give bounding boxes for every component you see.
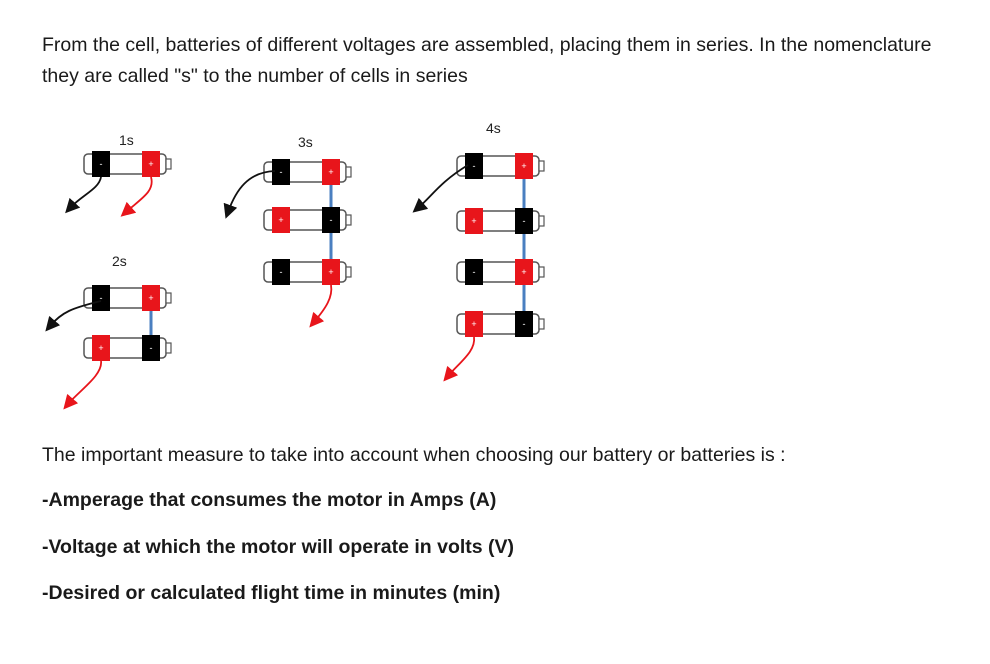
positive-lead-arrow: [120, 176, 153, 217]
cell-4s-1: +-: [456, 153, 545, 179]
requirement-voltage: -Voltage at which the motor will operate…: [42, 536, 515, 558]
positive-lead-arrow: [443, 336, 475, 382]
svg-text:+: +: [148, 159, 153, 169]
svg-text:-: -: [280, 167, 283, 177]
negative-terminal: [142, 335, 160, 361]
svg-text:+: +: [471, 319, 476, 329]
negative-terminal: [322, 207, 340, 233]
svg-text:-: -: [280, 267, 283, 277]
positive-terminal: [465, 311, 483, 337]
negative-terminal: [465, 153, 483, 179]
svg-text:+: +: [328, 167, 333, 177]
negative-terminal: [92, 285, 110, 311]
negative-lead-arrow: [65, 176, 102, 214]
cell-4s-3: +-: [456, 259, 545, 285]
negative-lead-arrow: [223, 170, 276, 219]
label-3s: 3s: [298, 134, 313, 150]
negative-lead-arrow: [45, 300, 102, 332]
requirement-flight-time: -Desired or calculated flight time in mi…: [42, 582, 501, 604]
svg-text:-: -: [523, 216, 526, 226]
svg-text:+: +: [98, 343, 103, 353]
svg-text:+: +: [328, 267, 333, 277]
cell-3s-3: +-: [263, 259, 352, 285]
svg-text:-: -: [330, 215, 333, 225]
svg-text:+: +: [278, 215, 283, 225]
cell-4s-4: +-: [456, 311, 545, 337]
svg-text:-: -: [100, 159, 103, 169]
measure-intro: The important measure to take into accou…: [42, 444, 786, 466]
requirement-amperage: -Amperage that consumes the motor in Amp…: [42, 489, 497, 511]
label-2s: 2s: [112, 253, 127, 269]
cell-1s-1: +-: [83, 151, 172, 177]
positive-terminal: [322, 159, 340, 185]
negative-terminal: [272, 259, 290, 285]
negative-terminal: [515, 208, 533, 234]
positive-terminal: [142, 151, 160, 177]
intro-paragraph: From the cell, batteries of different vo…: [42, 34, 932, 87]
svg-text:-: -: [473, 267, 476, 277]
positive-lead-arrow: [63, 360, 102, 410]
negative-terminal: [272, 159, 290, 185]
cell-2s-1: +-: [83, 285, 172, 311]
positive-terminal: [92, 335, 110, 361]
positive-terminal: [142, 285, 160, 311]
svg-text:+: +: [148, 293, 153, 303]
svg-text:+: +: [471, 216, 476, 226]
negative-terminal: [92, 151, 110, 177]
cell-3s-1: +-: [263, 159, 352, 185]
positive-terminal: [515, 153, 533, 179]
svg-text:-: -: [523, 319, 526, 329]
negative-lead-arrow: [412, 164, 469, 213]
positive-lead-arrow: [309, 284, 333, 328]
svg-text:-: -: [473, 161, 476, 171]
svg-text:+: +: [521, 161, 526, 171]
cell-4s-2: +-: [456, 208, 545, 234]
cell-2s-2: +-: [83, 335, 172, 361]
svg-text:-: -: [100, 293, 103, 303]
svg-text:-: -: [150, 343, 153, 353]
positive-terminal: [272, 207, 290, 233]
svg-text:+: +: [521, 267, 526, 277]
positive-terminal: [515, 259, 533, 285]
label-1s: 1s: [119, 132, 134, 148]
cell-3s-2: +-: [263, 207, 352, 233]
negative-terminal: [515, 311, 533, 337]
positive-terminal: [465, 208, 483, 234]
series-battery-diagram: 1s 2s 3s 4s +-+-+-+-+-+-+-+-+-+-: [45, 120, 545, 410]
positive-terminal: [322, 259, 340, 285]
negative-terminal: [465, 259, 483, 285]
label-4s: 4s: [486, 120, 501, 136]
